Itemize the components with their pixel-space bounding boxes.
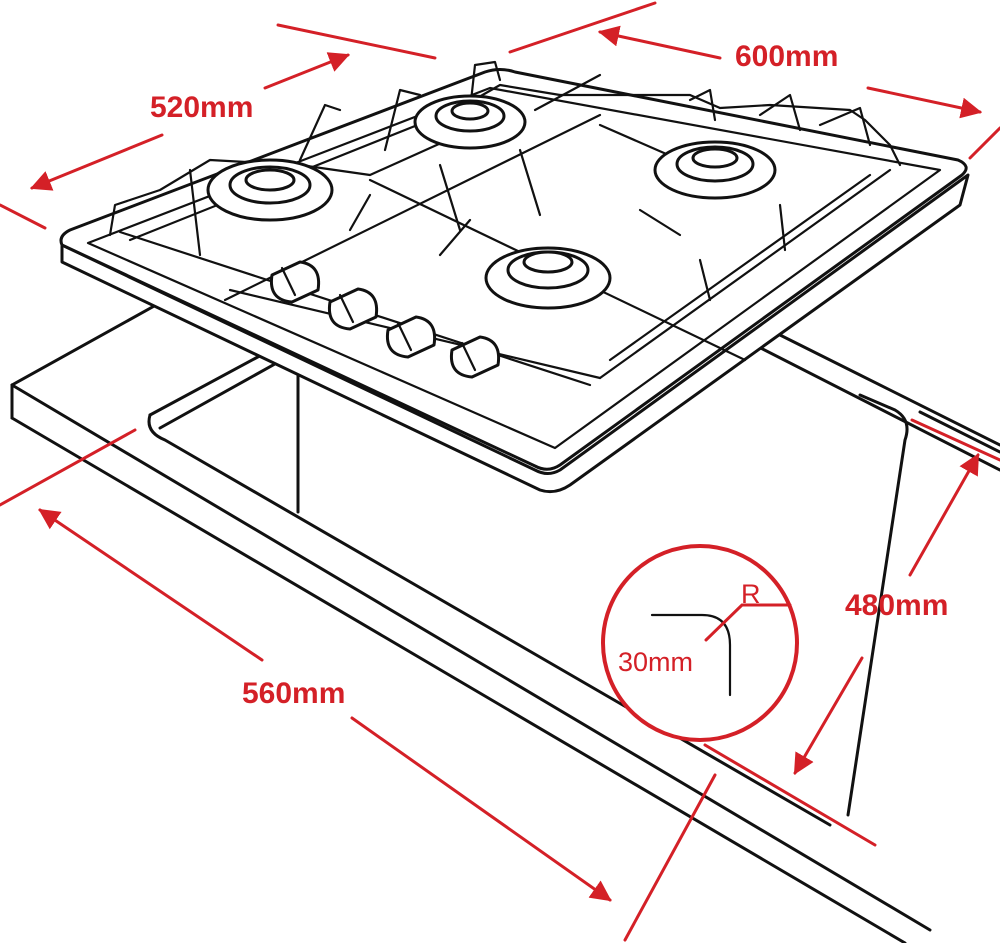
hob-depth-label: 520mm: [150, 91, 253, 124]
cutout-depth-label: 480mm: [845, 589, 948, 622]
dimension-cutout-width: 560mm: [0, 428, 717, 942]
dimension-cutout-depth: 480mm: [703, 418, 1000, 847]
knob-3: [385, 315, 437, 359]
knob-2: [327, 287, 379, 331]
cutout-width-label: 560mm: [242, 677, 345, 710]
burners: [206, 94, 777, 310]
knob-4: [449, 335, 501, 379]
burner-rear-left: [413, 94, 527, 150]
knob-1: [269, 260, 321, 304]
corner-radius-detail: R 30mm: [601, 544, 799, 742]
detail-circle: [601, 544, 799, 742]
burner-front-left: [206, 158, 334, 222]
hob-width-label: 600mm: [735, 40, 838, 73]
burner-front-right: [484, 246, 612, 310]
control-knobs: [269, 260, 501, 379]
burner-rear-right: [653, 140, 777, 200]
radius-value: 30mm: [618, 647, 693, 677]
dimension-hob-width: 600mm: [276, 1, 1000, 160]
worktop: [10, 298, 1000, 943]
dimension-hob-depth: 520mm: [0, 52, 350, 230]
radius-symbol: R: [741, 579, 761, 609]
